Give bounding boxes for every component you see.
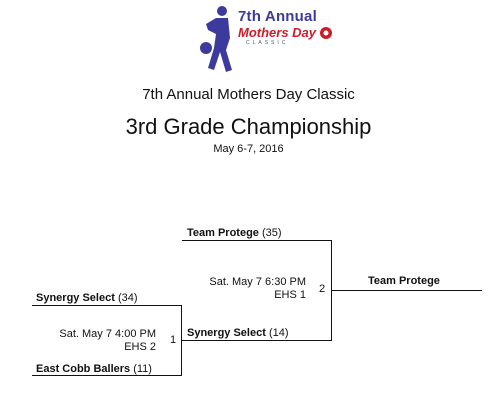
- team-name: Synergy Select: [187, 327, 266, 339]
- game2-team-bottom: Synergy Select (14): [187, 327, 289, 339]
- basketball-player-icon: [200, 6, 232, 72]
- bracket-line: [182, 240, 332, 241]
- team-name: Team Protege: [187, 227, 259, 239]
- team-seed: (35): [262, 227, 282, 239]
- game1-court: EHS 2: [124, 341, 156, 353]
- game1-number: 1: [170, 334, 177, 346]
- team-seed: (34): [117, 292, 138, 304]
- bracket-line: [32, 375, 182, 376]
- logo-line-1: 7th Annual: [238, 8, 317, 25]
- team-seed: (11): [133, 363, 152, 375]
- game1-team-top: Synergy Select (34): [36, 292, 138, 304]
- game2-info: Sat. May 7 6:30 PM EHS 1: [180, 276, 306, 302]
- game2-time: Sat. May 7 6:30 PM: [209, 276, 306, 288]
- game1-team-bottom: East Cobb Ballers (11): [36, 363, 152, 375]
- event-dates: May 6-7, 2016: [213, 143, 284, 155]
- team-name: Synergy Select: [36, 292, 115, 304]
- flower-icon: [320, 27, 332, 39]
- game2-number: 2: [319, 283, 326, 295]
- team-name: East Cobb Ballers: [36, 363, 131, 375]
- bracket-title: 3rd Grade Championship: [125, 114, 372, 139]
- bracket-line: [182, 340, 332, 341]
- champion-name: Team Protege: [368, 275, 440, 287]
- game2-team-top: Team Protege (35): [187, 227, 282, 239]
- logo-line-2: Mothers Day: [238, 25, 317, 40]
- team-seed: (14): [268, 327, 289, 339]
- bracket-line: [32, 305, 182, 306]
- event-logo: 7th Annual Mothers Day CLASSIC: [196, 4, 336, 76]
- champion: Team Protege: [368, 275, 440, 287]
- bracket-line: [181, 305, 182, 376]
- bracket-line: [332, 290, 482, 291]
- game1-time: Sat. May 7 4:00 PM: [59, 328, 156, 340]
- logo-line-3: CLASSIC: [246, 40, 289, 46]
- bracket-line: [331, 240, 332, 341]
- game1-info: Sat. May 7 4:00 PM EHS 2: [30, 328, 156, 354]
- game2-court: EHS 1: [274, 289, 306, 301]
- event-title: 7th Annual Mothers Day Classic: [142, 86, 355, 103]
